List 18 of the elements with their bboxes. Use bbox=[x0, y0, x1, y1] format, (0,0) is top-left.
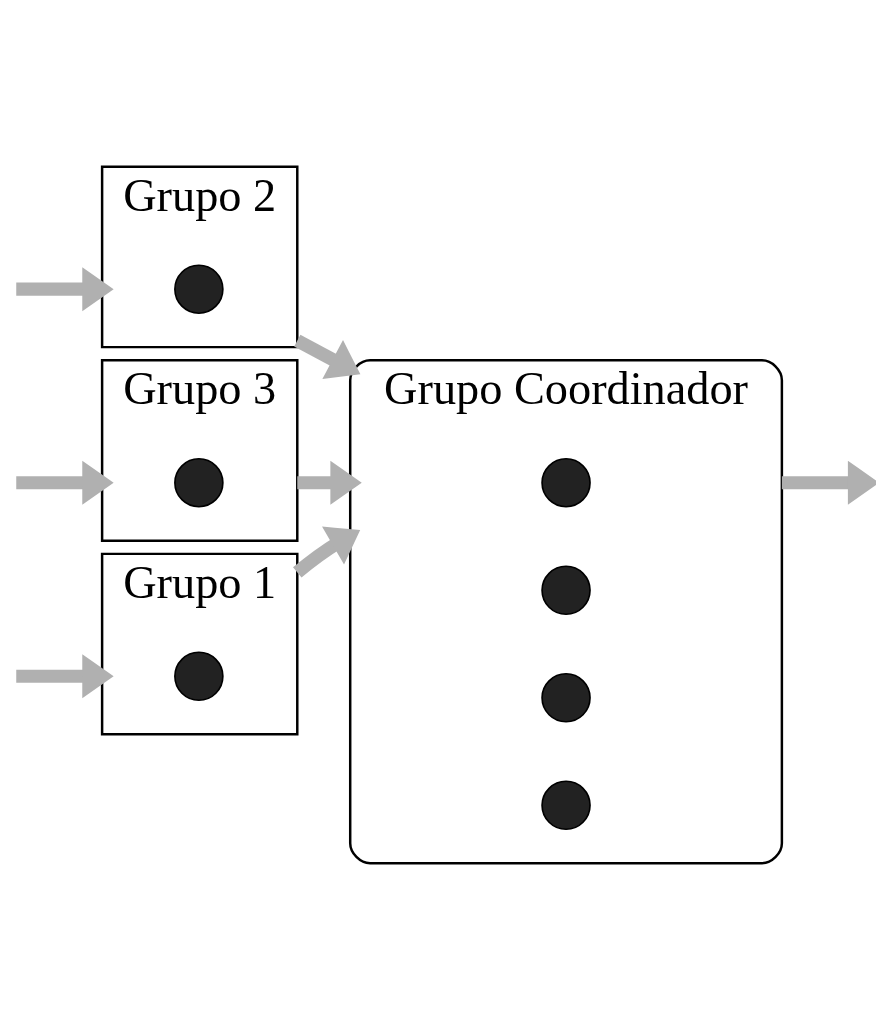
cluster: Grupo Coordinador bbox=[348, 358, 784, 864]
cluster: Grupo 3 bbox=[100, 358, 299, 542]
node-circle bbox=[174, 650, 224, 701]
arrow bbox=[16, 653, 114, 698]
node-circle bbox=[541, 457, 591, 508]
arrow bbox=[293, 526, 361, 577]
cluster: Grupo 2 bbox=[100, 165, 299, 348]
arrow bbox=[16, 266, 114, 311]
arrow bbox=[781, 460, 876, 505]
node-circle bbox=[174, 457, 224, 508]
node-circle bbox=[541, 779, 591, 830]
node-circle bbox=[541, 672, 591, 723]
node-circle bbox=[541, 564, 591, 615]
arrow bbox=[294, 334, 361, 379]
arrow bbox=[297, 460, 362, 505]
cluster: Grupo 1 bbox=[100, 552, 299, 735]
node-circle bbox=[174, 263, 224, 314]
arrow bbox=[16, 460, 114, 505]
